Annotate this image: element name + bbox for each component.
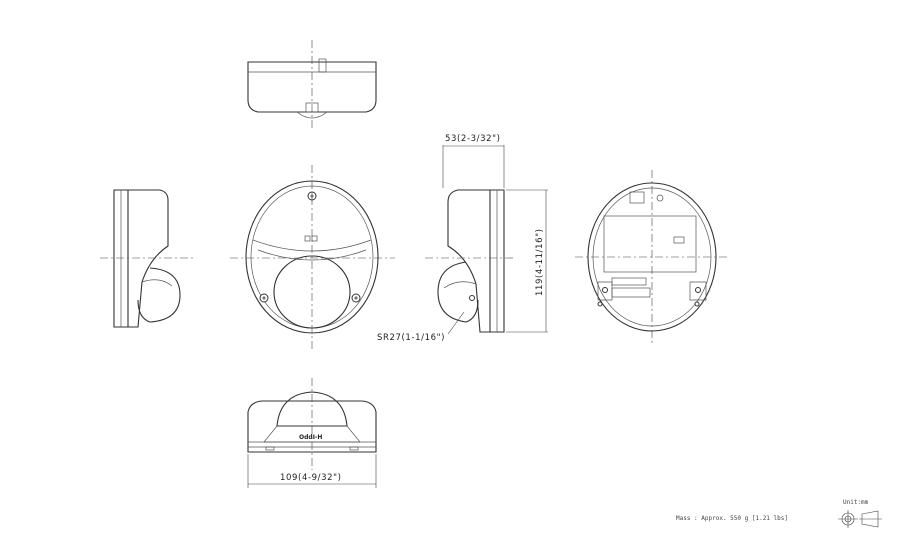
- third-angle-projection-icon: [838, 510, 882, 528]
- rear-view: [575, 170, 730, 345]
- top-view: [247, 40, 377, 128]
- bottom-view: OddI-H: [247, 378, 377, 470]
- device-logo: OddI-H: [299, 434, 322, 441]
- width-dimension-label: 109(4-9/32"): [280, 473, 342, 483]
- mass-note: Mass : Approx. 550 g [1.21 lbs]: [676, 515, 788, 522]
- width-dimension: 109(4-9/32"): [247, 454, 377, 488]
- unit-label: Unit:mm: [843, 499, 869, 506]
- depth-dimension-label: 53(2-3/32"): [445, 134, 501, 144]
- radius-callout-label: SR27(1-1/16"): [377, 333, 445, 343]
- height-dimension: 119(4-11/16"): [506, 189, 548, 333]
- radius-callout: SR27(1-1/16"): [377, 311, 465, 343]
- front-view: [230, 165, 395, 350]
- height-dimension-label: 119(4-11/16"): [535, 228, 545, 296]
- left-side-view: [100, 189, 195, 328]
- depth-dimension: 53(2-3/32"): [442, 134, 505, 188]
- right-side-view: [425, 189, 515, 333]
